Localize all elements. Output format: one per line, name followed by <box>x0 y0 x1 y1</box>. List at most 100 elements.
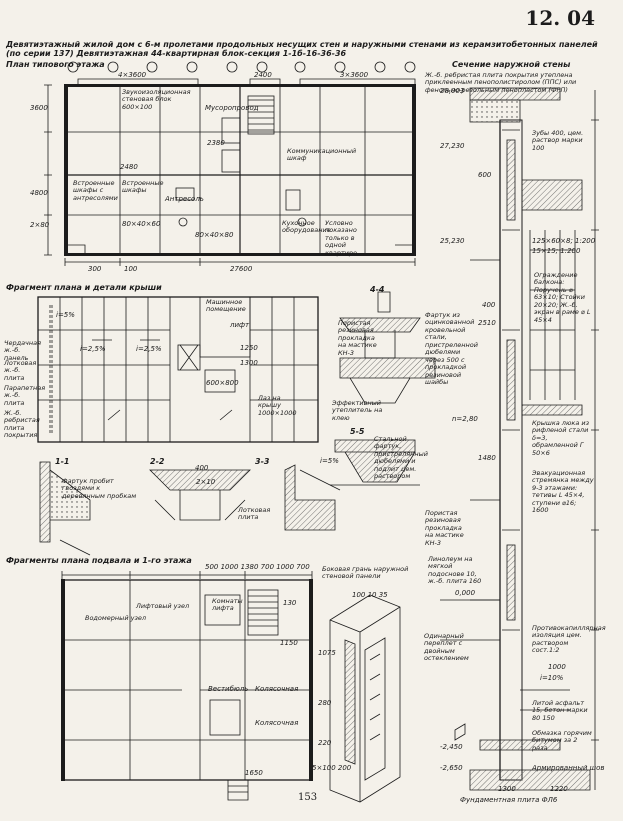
level-28003: 28,003 <box>440 87 465 95</box>
rubber-gasket-2-note: Пористая резиновая прокладка на мастике … <box>425 509 464 547</box>
dim-1220: 1220 <box>550 785 568 793</box>
dim-1150: 1150 <box>280 639 298 647</box>
level-m2650: -2,650 <box>440 764 463 772</box>
tray-label: Лотковая плита <box>238 506 271 522</box>
detail-cuts <box>39 461 341 556</box>
apron-nailed-label: Фартук пробит гвоздями к деревянным проб… <box>62 477 137 500</box>
dim-d4: 2480 <box>120 163 138 171</box>
panel-dim-1: 100 10 35 <box>352 591 388 599</box>
panel-face-heading: Боковая грань наружной стеновой панели <box>322 565 409 581</box>
comm-cabinet-label: Коммуникационный шкаф <box>287 147 357 163</box>
apron-galvanized-note: Фартук из оцинкованной кровельной стали,… <box>425 311 478 387</box>
level-25230: 25,230 <box>440 237 465 245</box>
rubber-gasket-label: Пористая резиновая прокладка на мастике … <box>338 319 377 357</box>
steel-apron-label: Стальной фартук, пристрелянный дюбелями … <box>374 435 429 481</box>
dim-2x10: 2×10 <box>196 478 216 486</box>
balcony-railing-note: Ограждение балкона: Поручень ⌀ 63×10; Ст… <box>534 271 591 324</box>
dim-d1: 80×40×60 <box>122 220 161 228</box>
tray-slab-label: Лотковая ж.-б. плита <box>4 359 37 382</box>
insulation-label: Эффективный утеплитель на клею <box>332 399 383 422</box>
dim-d3: 2380 <box>207 139 225 147</box>
stroller-room-2-label: Колясочная <box>255 719 299 727</box>
panel-dim-4: 280 <box>318 699 332 707</box>
slope-4: i=5% <box>320 457 339 465</box>
slope-2: i=2,5% <box>136 345 162 353</box>
dim-top-1: 4×3600 <box>118 71 147 79</box>
tooth-note: Зубы 400, цем. раствор марки 100 <box>532 129 584 152</box>
garbage-chute-label: Мусоропровод <box>205 104 259 112</box>
builtin-wardrobes-label: Встроенные шкафы с антресолями <box>73 179 118 202</box>
dim-top-2: 2400 <box>254 71 272 79</box>
slope-1: i=2,5% <box>80 345 106 353</box>
sheet-number: 12. 04 <box>525 6 595 30</box>
level-m2450: -2,450 <box>440 743 463 751</box>
lift-label: лифт <box>230 321 250 329</box>
panel-dim-2: 5×100 200 <box>312 764 352 772</box>
panel-axonometric <box>329 594 401 803</box>
parapet-label: Парапетная ж.-б. плита <box>4 384 46 407</box>
window-frame-note: Одинарный переплет с двойным остеклением <box>424 632 469 663</box>
linoleum-note: Линолеум на мягкой подоснове 10, ж.-б. п… <box>428 555 482 586</box>
slope-5: i=10% <box>540 674 564 682</box>
dim-600: 600 <box>478 171 492 179</box>
dim-400b: 400 <box>482 301 496 309</box>
wall-section <box>440 87 599 791</box>
plan-typical-heading: План типового этажа <box>6 60 105 69</box>
page-number: 153 <box>298 792 318 803</box>
dim-bottom-1: 300 <box>88 265 102 273</box>
dim-left-3: 2×80 <box>30 221 50 229</box>
kitchen-equipment-label: Кухонное оборудование <box>282 219 331 235</box>
foundation-label: Фундаментная плита ФЛ6 <box>460 796 558 804</box>
cut-1-1: 1-1 <box>55 457 70 466</box>
section-4-4 <box>339 291 436 404</box>
dim-1650: 1650 <box>245 769 263 777</box>
reinforced-seam-note: Армированный шов <box>532 764 605 772</box>
panel-dim-5: 1075 <box>318 649 336 657</box>
stroller-room-label: Колясочная <box>255 685 299 693</box>
dim-left-1: 3600 <box>30 104 48 112</box>
lift-unit-label: Лифтовый узел <box>136 602 190 610</box>
builtin-wardrobes-2-label: Встроенные шкафы <box>122 179 164 195</box>
dim-400: 400 <box>195 464 209 472</box>
dim-1300: 1300 <box>240 359 258 367</box>
asphalt-note: Литой асфальт 15, бетон марки 80 150 <box>532 699 588 722</box>
dim-2510: 2510 <box>478 319 496 327</box>
cut-4-4: 4-4 <box>370 285 385 294</box>
dim-top-3: 3×3600 <box>340 71 369 79</box>
level-0000: 0,000 <box>455 589 476 597</box>
lift-room-label: Комнаты лифта <box>212 597 243 613</box>
dim-bottom-2: 100 <box>124 265 138 273</box>
vent-block-label: Звукоизоляционная стеновая блок 600×100 <box>122 88 191 111</box>
hatch-lid-note: Крышка люка из рифленой стали δ=3, обрам… <box>532 419 590 457</box>
cut-5-5: 5-5 <box>350 427 365 436</box>
hatch-dim: 600×800 <box>206 379 239 387</box>
dim-1000: 1000 <box>548 663 566 671</box>
cut-3-3: 3-3 <box>255 457 270 466</box>
dim-1250: 1250 <box>240 344 258 352</box>
joint-note-2: 15×15; 1:200 <box>532 247 581 255</box>
basement-fragment-heading: Фрагменты плана подвала и 1-го этажа <box>6 556 192 565</box>
slope-3: i=5% <box>56 311 75 319</box>
attic-panel-label: Чердачная ж.-б. панель <box>4 339 42 362</box>
roof-plan-fragment <box>37 296 319 443</box>
cut-2-2: 2-2 <box>150 457 165 466</box>
level-27230: 27,230 <box>440 142 465 150</box>
dim-1480: 1480 <box>478 454 496 462</box>
joint-note: 125×60×8; 1:200 <box>532 237 596 245</box>
title-line-2: (по серии 137) Девятиэтажная 44-квартирн… <box>6 49 347 59</box>
machine-room-label: Машинное помещение <box>206 298 246 314</box>
dim-130: 130 <box>283 599 297 607</box>
basement-dims-top: 500 1000 1380 700 1000 700 <box>205 563 310 571</box>
level-n280: n=2,80 <box>452 415 478 423</box>
title-line-1: Девятиэтажный жилой дом с 6-м пролетами … <box>6 40 598 49</box>
waterproofing-note: Противокапиллярная изоляция цем. раствор… <box>532 624 606 655</box>
dim-total: 27600 <box>230 265 253 273</box>
dim-d2: 80×40×80 <box>195 231 234 239</box>
evacuation-ladder-note: Эвакуационная стремянка между 9-3 этажам… <box>532 469 594 515</box>
wall-section-heading: Сечение наружной стены <box>452 60 571 69</box>
vestibule-label: Вестибюль <box>208 685 249 693</box>
section-5-5 <box>330 439 420 486</box>
document-title: Девятиэтажный жилой дом с 6-м пролетами … <box>6 40 606 58</box>
dim-left-2: 4800 <box>30 189 48 197</box>
